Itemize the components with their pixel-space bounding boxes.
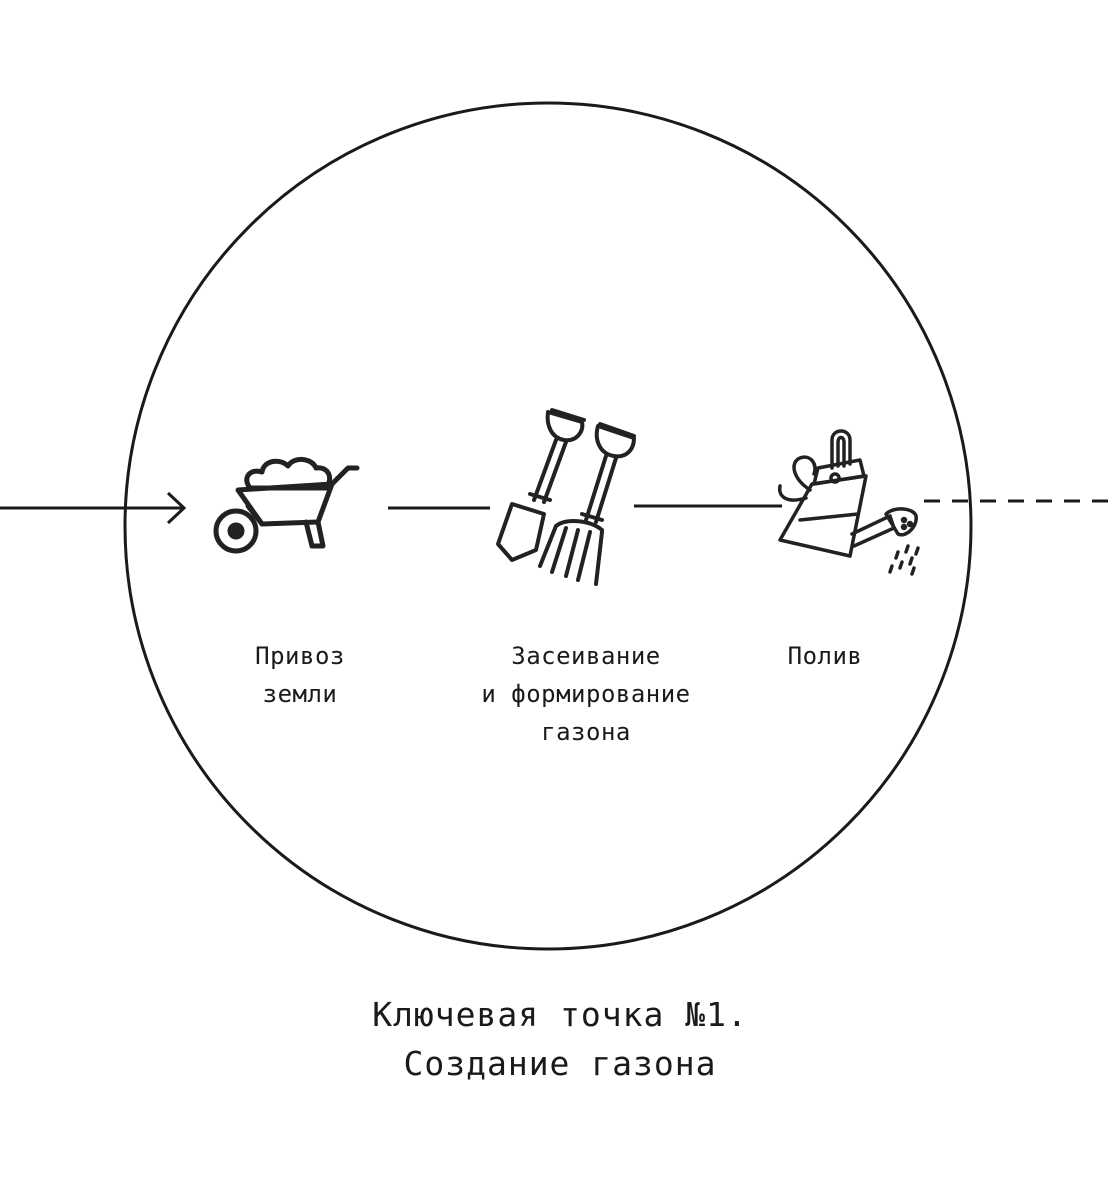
watering-can-icon [777,429,920,576]
shovel-and-pitchfork-icon [496,408,636,586]
step-label-line: газона [541,718,631,746]
incoming-arrow [0,491,187,525]
step-label-line: и формирование [481,680,691,708]
step-label-line: Полив [787,642,863,670]
step-label-delivery: Привоз земли [200,637,400,713]
step-label-line: Засеивание [511,642,661,670]
stage-circle [123,101,973,951]
step-label-line: земли [262,680,338,708]
diagram-caption: Ключевая точка №1. Создание газона [0,990,1120,1088]
caption-line-1: Ключевая точка №1. [372,995,748,1034]
step-label-watering: Полив [745,637,905,675]
step-label-seeding: Засеивание и формирование газона [436,637,736,751]
wheelbarrow-icon [213,457,360,554]
caption-line-2: Создание газона [403,1044,717,1083]
step-label-line: Привоз [255,642,345,670]
